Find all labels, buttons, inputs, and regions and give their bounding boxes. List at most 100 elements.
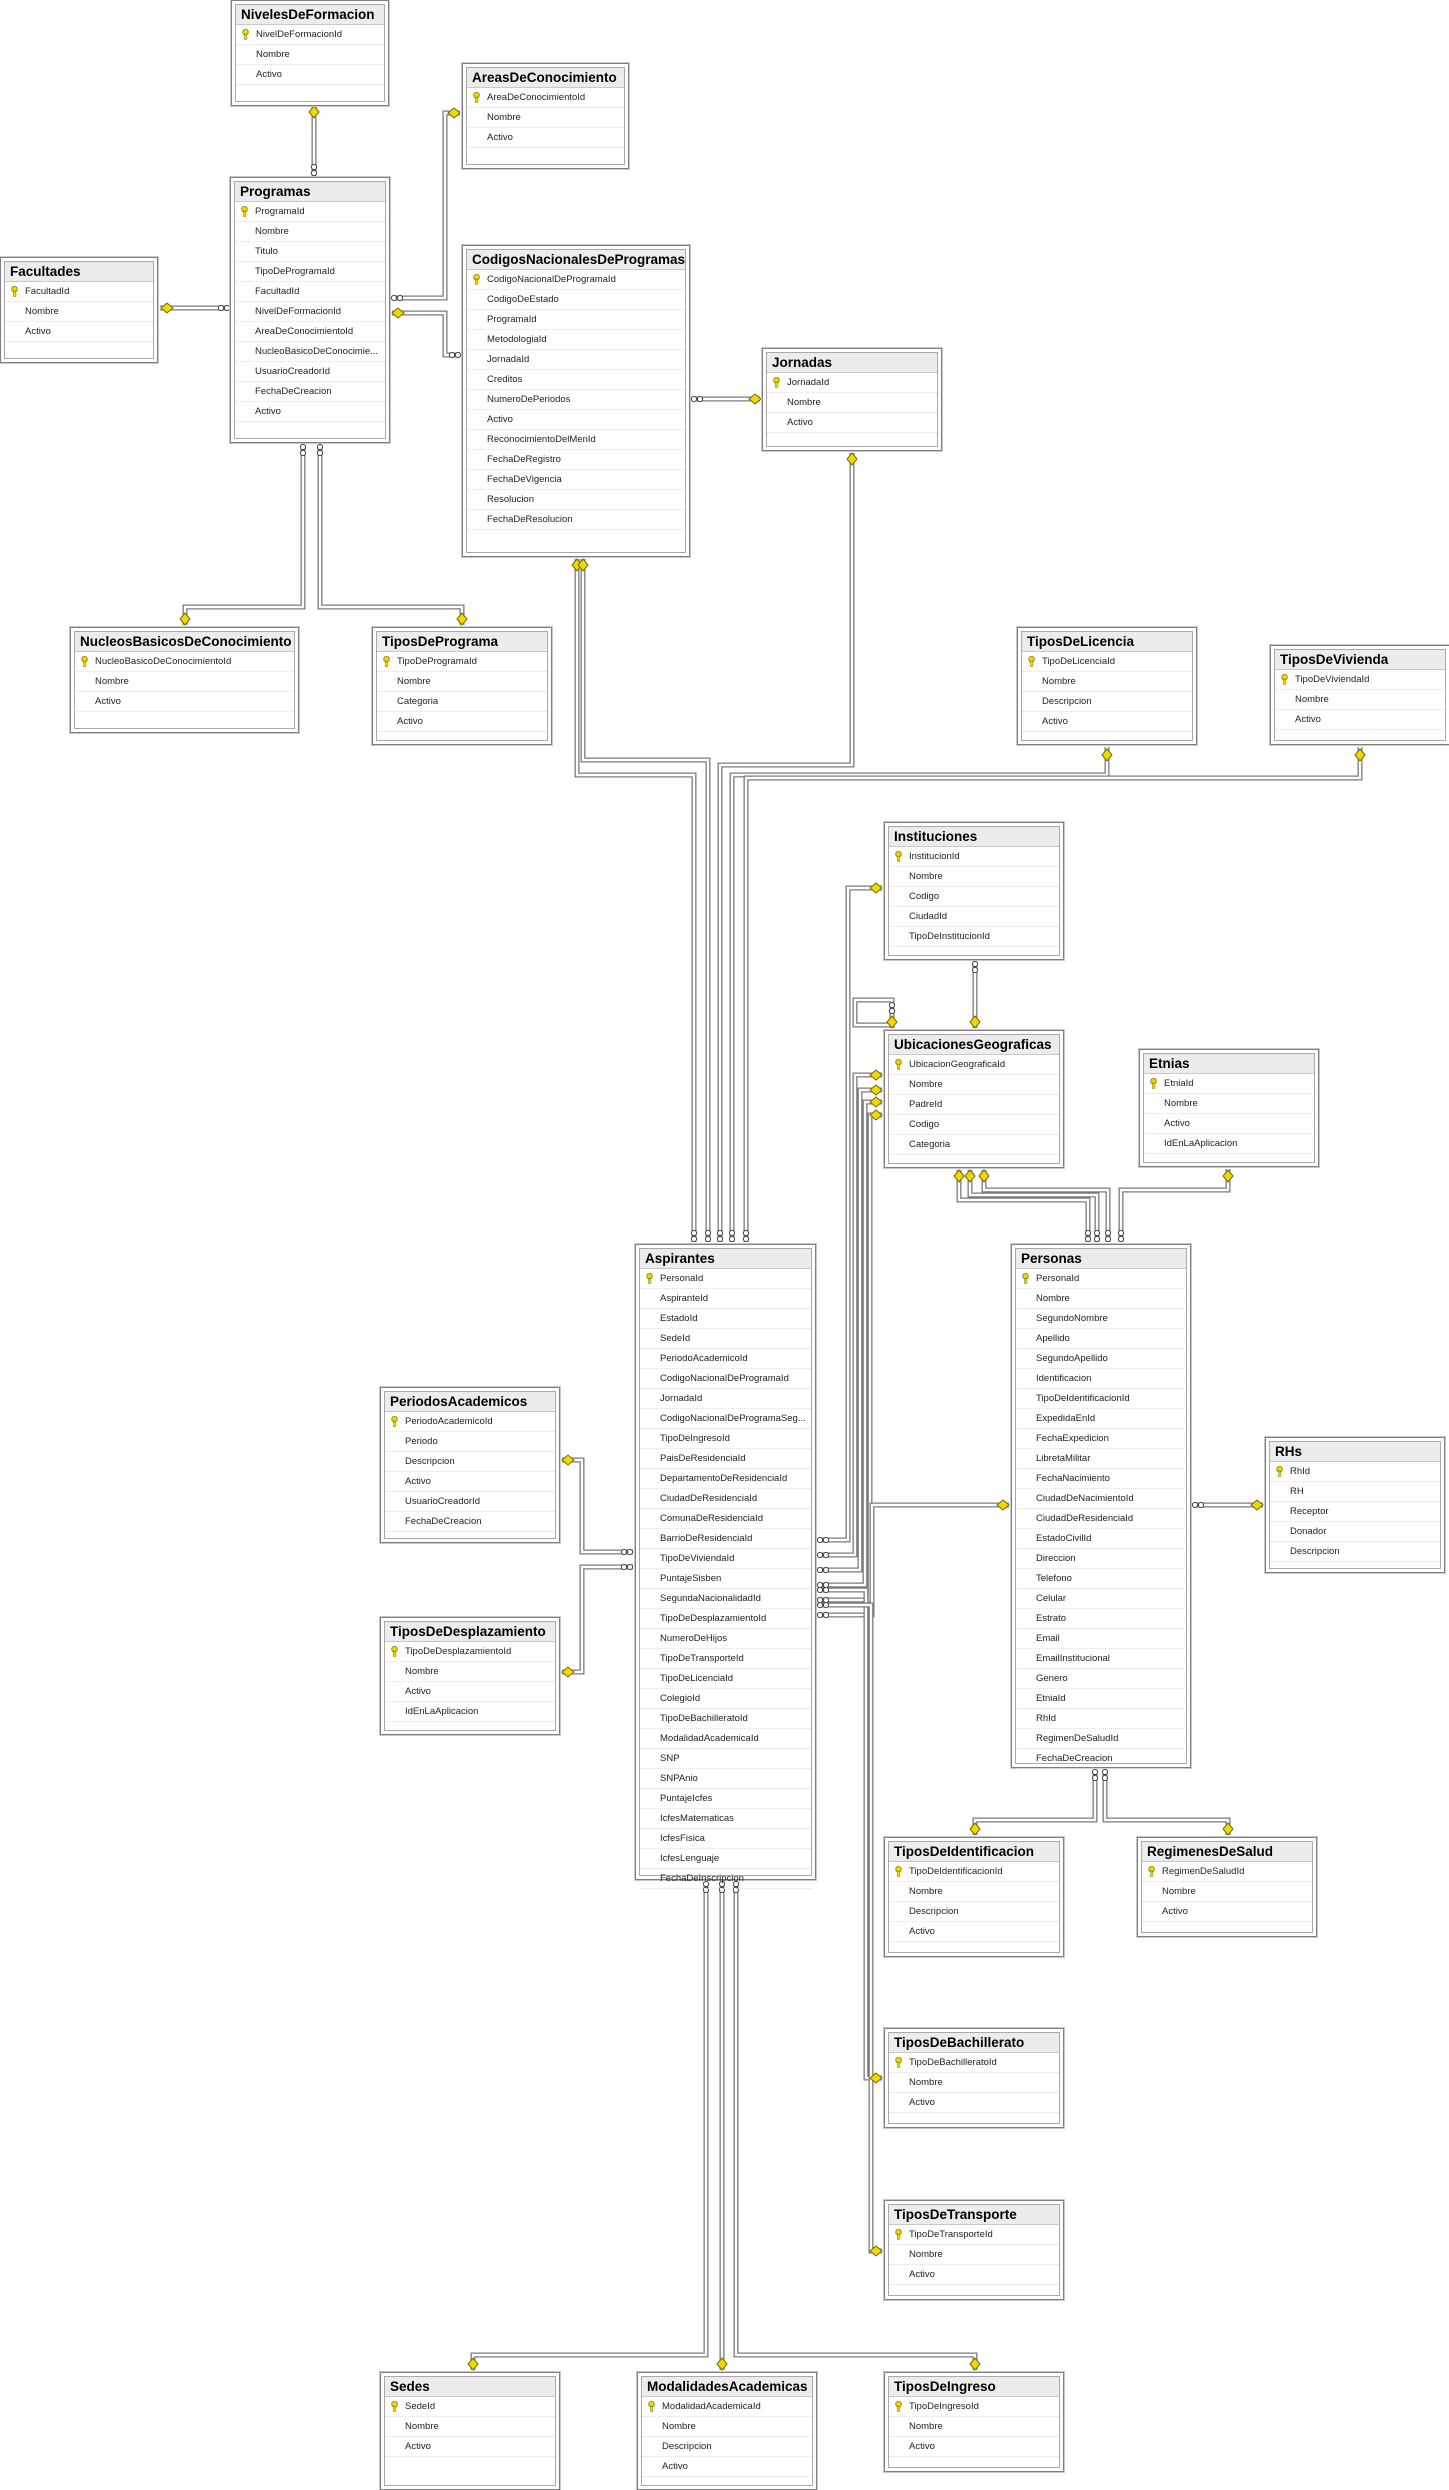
table-column[interactable]: IcfesMatematicas xyxy=(640,1809,811,1829)
table-column[interactable]: Nombre xyxy=(642,2417,812,2437)
table-column[interactable]: Activo xyxy=(467,410,685,430)
table-column[interactable]: Categoria xyxy=(377,692,547,712)
table-column[interactable]: FacultadId xyxy=(235,282,385,302)
primary-key-column[interactable]: InstitucionId xyxy=(889,847,1059,867)
table-column[interactable]: FechaExpedicion xyxy=(1016,1429,1186,1449)
table-column[interactable]: Nombre xyxy=(889,1882,1059,1902)
table-column[interactable]: FechaDeCreacion xyxy=(235,382,385,402)
primary-key-column[interactable]: TipoDeIdentificacionId xyxy=(889,1862,1059,1882)
table-column[interactable]: SegundoNombre xyxy=(1016,1309,1186,1329)
primary-key-column[interactable]: FacultadId xyxy=(5,282,153,302)
table-column[interactable]: NumeroDePeriodos xyxy=(467,390,685,410)
table-column[interactable]: Descripcion xyxy=(1022,692,1192,712)
table-column[interactable]: ReconocimientoDelMenId xyxy=(467,430,685,450)
table-column[interactable]: TipoDeViviendaId xyxy=(640,1549,811,1569)
table-column[interactable]: LibretaMilitar xyxy=(1016,1449,1186,1469)
table-column[interactable]: Identificacion xyxy=(1016,1369,1186,1389)
primary-key-column[interactable]: AreaDeConocimientoId xyxy=(467,88,624,108)
table-title[interactable]: AreasDeConocimiento xyxy=(467,68,624,88)
table-column[interactable]: MetodologiaId xyxy=(467,330,685,350)
table-column[interactable]: TipoDeTransporteId xyxy=(640,1649,811,1669)
table-column[interactable]: UsuarioCreadorId xyxy=(385,1492,555,1512)
table-column[interactable]: EstadoId xyxy=(640,1309,811,1329)
table-column[interactable]: TipoDeIngresoId xyxy=(640,1429,811,1449)
table-column[interactable]: Telefono xyxy=(1016,1569,1186,1589)
table-title[interactable]: RHs xyxy=(1270,1442,1440,1462)
table-title[interactable]: Programas xyxy=(235,182,385,202)
table-column[interactable]: ProgramaId xyxy=(467,310,685,330)
table-title[interactable]: Jornadas xyxy=(767,353,937,373)
table-column[interactable]: Activo xyxy=(767,413,937,433)
table-column[interactable]: Activo xyxy=(1275,710,1445,730)
table-column[interactable]: TipoDeBachilleratoId xyxy=(640,1709,811,1729)
table-column[interactable]: EtniaId xyxy=(1016,1689,1186,1709)
table-column[interactable]: FechaDeCreacion xyxy=(385,1512,555,1532)
table-column[interactable]: NivelDeFormacionId xyxy=(235,302,385,322)
table-column[interactable]: SNP xyxy=(640,1749,811,1769)
table-column[interactable]: SedeId xyxy=(640,1329,811,1349)
table-column[interactable]: PuntajeIcfes xyxy=(640,1789,811,1809)
table-title[interactable]: Etnias xyxy=(1144,1054,1314,1074)
table-title[interactable]: CodigosNacionalesDeProgramas xyxy=(467,250,685,270)
table-title[interactable]: Facultades xyxy=(5,262,153,282)
primary-key-column[interactable]: CodigoNacionalDeProgramaId xyxy=(467,270,685,290)
primary-key-column[interactable]: TipoDeTransporteId xyxy=(889,2225,1059,2245)
primary-key-column[interactable]: PersonaId xyxy=(1016,1269,1186,1289)
table-column[interactable]: Nombre xyxy=(385,2417,555,2437)
table-column[interactable]: Activo xyxy=(385,1682,555,1702)
table-column[interactable]: FechaDeResolucion xyxy=(467,510,685,530)
table-column[interactable]: CiudadDeResidenciaId xyxy=(1016,1509,1186,1529)
table-column[interactable]: Descripcion xyxy=(385,1452,555,1472)
table-column[interactable]: Activo xyxy=(889,1922,1059,1942)
table-column[interactable]: Creditos xyxy=(467,370,685,390)
primary-key-column[interactable]: TipoDeIngresoId xyxy=(889,2397,1059,2417)
table-title[interactable]: ModalidadesAcademicas xyxy=(642,2377,812,2397)
table-column[interactable]: Nombre xyxy=(467,108,624,128)
table-column[interactable]: Activo xyxy=(467,128,624,148)
table-column[interactable]: IcfesLenguaje xyxy=(640,1849,811,1869)
table-column[interactable]: FechaDeInscripcion xyxy=(640,1869,811,1889)
table-column[interactable]: Codigo xyxy=(889,1115,1059,1135)
table-column[interactable]: Activo xyxy=(236,65,384,85)
table-title[interactable]: TiposDeIdentificacion xyxy=(889,1842,1059,1862)
table-column[interactable]: Categoria xyxy=(889,1135,1059,1155)
table-title[interactable]: Sedes xyxy=(385,2377,555,2397)
table-column[interactable]: SegundoApellido xyxy=(1016,1349,1186,1369)
table-column[interactable]: Activo xyxy=(889,2265,1059,2285)
table-column[interactable]: Activo xyxy=(642,2457,812,2477)
table-column[interactable]: Nombre xyxy=(75,672,294,692)
table-column[interactable]: TipoDeProgramaId xyxy=(235,262,385,282)
table-column[interactable]: SegundaNacionalidadId xyxy=(640,1589,811,1609)
table-column[interactable]: Descripcion xyxy=(642,2437,812,2457)
primary-key-column[interactable]: TipoDeDesplazamientoId xyxy=(385,1642,555,1662)
table-title[interactable]: TiposDeLicencia xyxy=(1022,632,1192,652)
table-column[interactable]: EstadoCivilId xyxy=(1016,1529,1186,1549)
table-column[interactable]: FechaDeVigencia xyxy=(467,470,685,490)
table-column[interactable]: NumeroDeHijos xyxy=(640,1629,811,1649)
table-column[interactable]: RegimenDeSaludId xyxy=(1016,1729,1186,1749)
table-column[interactable]: AspiranteId xyxy=(640,1289,811,1309)
table-column[interactable]: Activo xyxy=(385,1472,555,1492)
table-column[interactable]: Resolucion xyxy=(467,490,685,510)
table-column[interactable]: Activo xyxy=(385,2437,555,2457)
table-column[interactable]: Activo xyxy=(1022,712,1192,732)
primary-key-column[interactable]: SedeId xyxy=(385,2397,555,2417)
primary-key-column[interactable]: UbicacionGeograficaId xyxy=(889,1055,1059,1075)
table-column[interactable]: RhId xyxy=(1016,1709,1186,1729)
table-title[interactable]: TiposDePrograma xyxy=(377,632,547,652)
table-title[interactable]: NucleosBasicosDeConocimiento xyxy=(75,632,294,652)
table-column[interactable]: Nombre xyxy=(385,1662,555,1682)
table-column[interactable]: ExpedidaEnId xyxy=(1016,1409,1186,1429)
table-column[interactable]: IdEnLaAplicacion xyxy=(1144,1134,1314,1154)
